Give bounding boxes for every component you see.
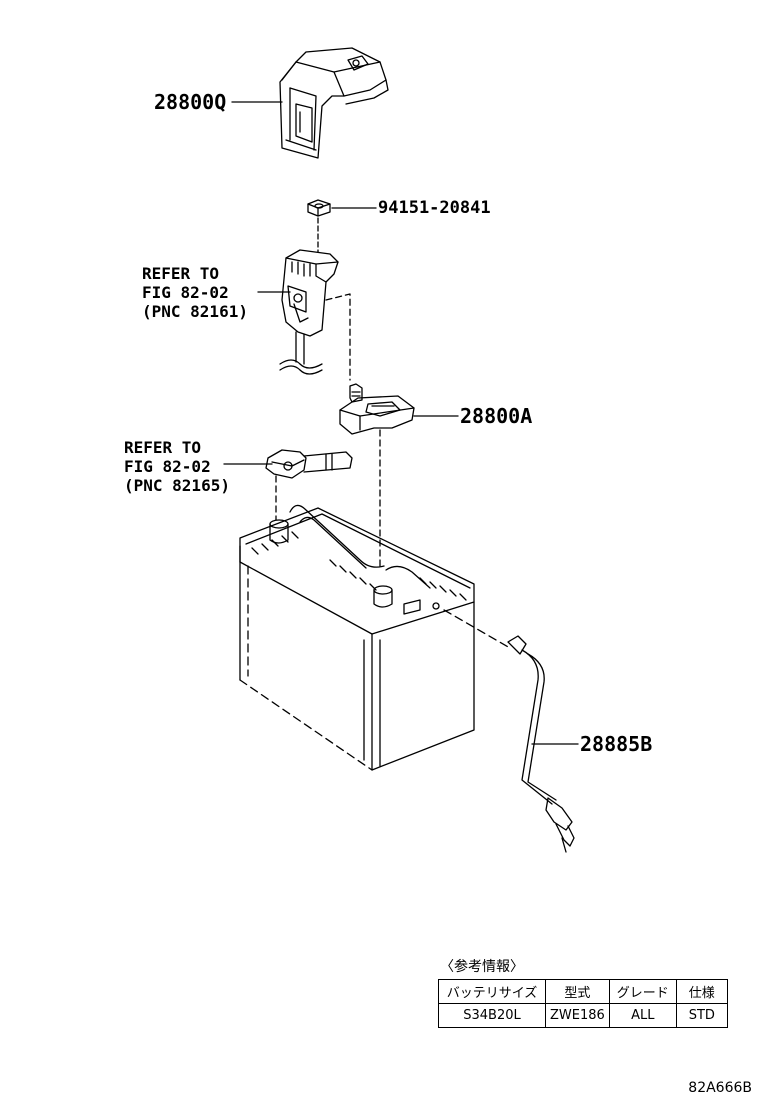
reference-info-title: 〈参考情報〉	[440, 959, 524, 975]
refer-note-line1: REFER TO	[124, 438, 202, 457]
diagram-code: 82A666B	[688, 1080, 752, 1096]
cell-grade: ALL	[608, 1003, 677, 1028]
table-header-row: バッテリサイズ 型式 グレード 仕様	[438, 979, 728, 1004]
header-battery-size: バッテリサイズ	[438, 979, 546, 1004]
nut-94151-20841	[307, 199, 331, 253]
cell-battery-size: S34B20L	[438, 1003, 546, 1028]
refer-note-line2: FIG 82-02	[142, 283, 229, 302]
header-spec: 仕様	[675, 979, 728, 1004]
vent-tube-28885b	[443, 609, 575, 853]
battery-s34b20l	[239, 504, 475, 771]
refer-note-line3: (PNC 82161)	[142, 302, 248, 321]
cell-model: ZWE186	[545, 1003, 610, 1028]
part-label-28800q: 28800Q	[154, 90, 227, 114]
cable-clamp-82165	[265, 449, 353, 521]
reference-info-table: バッテリサイズ 型式 グレード 仕様 S34B20L ZWE186 ALL ST…	[438, 979, 728, 1028]
refer-note-82165: REFER TO FIG 82-02 (PNC 82165)	[124, 438, 230, 495]
terminal-cover-28800q	[279, 47, 389, 159]
terminal-clamp-82161	[279, 249, 351, 381]
fuse-terminal-28800a	[339, 383, 415, 571]
part-label-94151-20841: 94151-20841	[378, 198, 491, 218]
refer-note-line2: FIG 82-02	[124, 457, 211, 476]
part-label-28885b: 28885B	[580, 732, 653, 756]
table-row: S34B20L ZWE186 ALL STD	[438, 1003, 728, 1028]
part-label-28800a: 28800A	[460, 404, 533, 428]
header-model: 型式	[545, 979, 610, 1004]
refer-note-82161: REFER TO FIG 82-02 (PNC 82161)	[142, 264, 248, 321]
cell-spec: STD	[675, 1003, 728, 1028]
header-grade: グレード	[608, 979, 677, 1004]
refer-note-line1: REFER TO	[142, 264, 220, 283]
refer-note-line3: (PNC 82165)	[124, 476, 230, 495]
